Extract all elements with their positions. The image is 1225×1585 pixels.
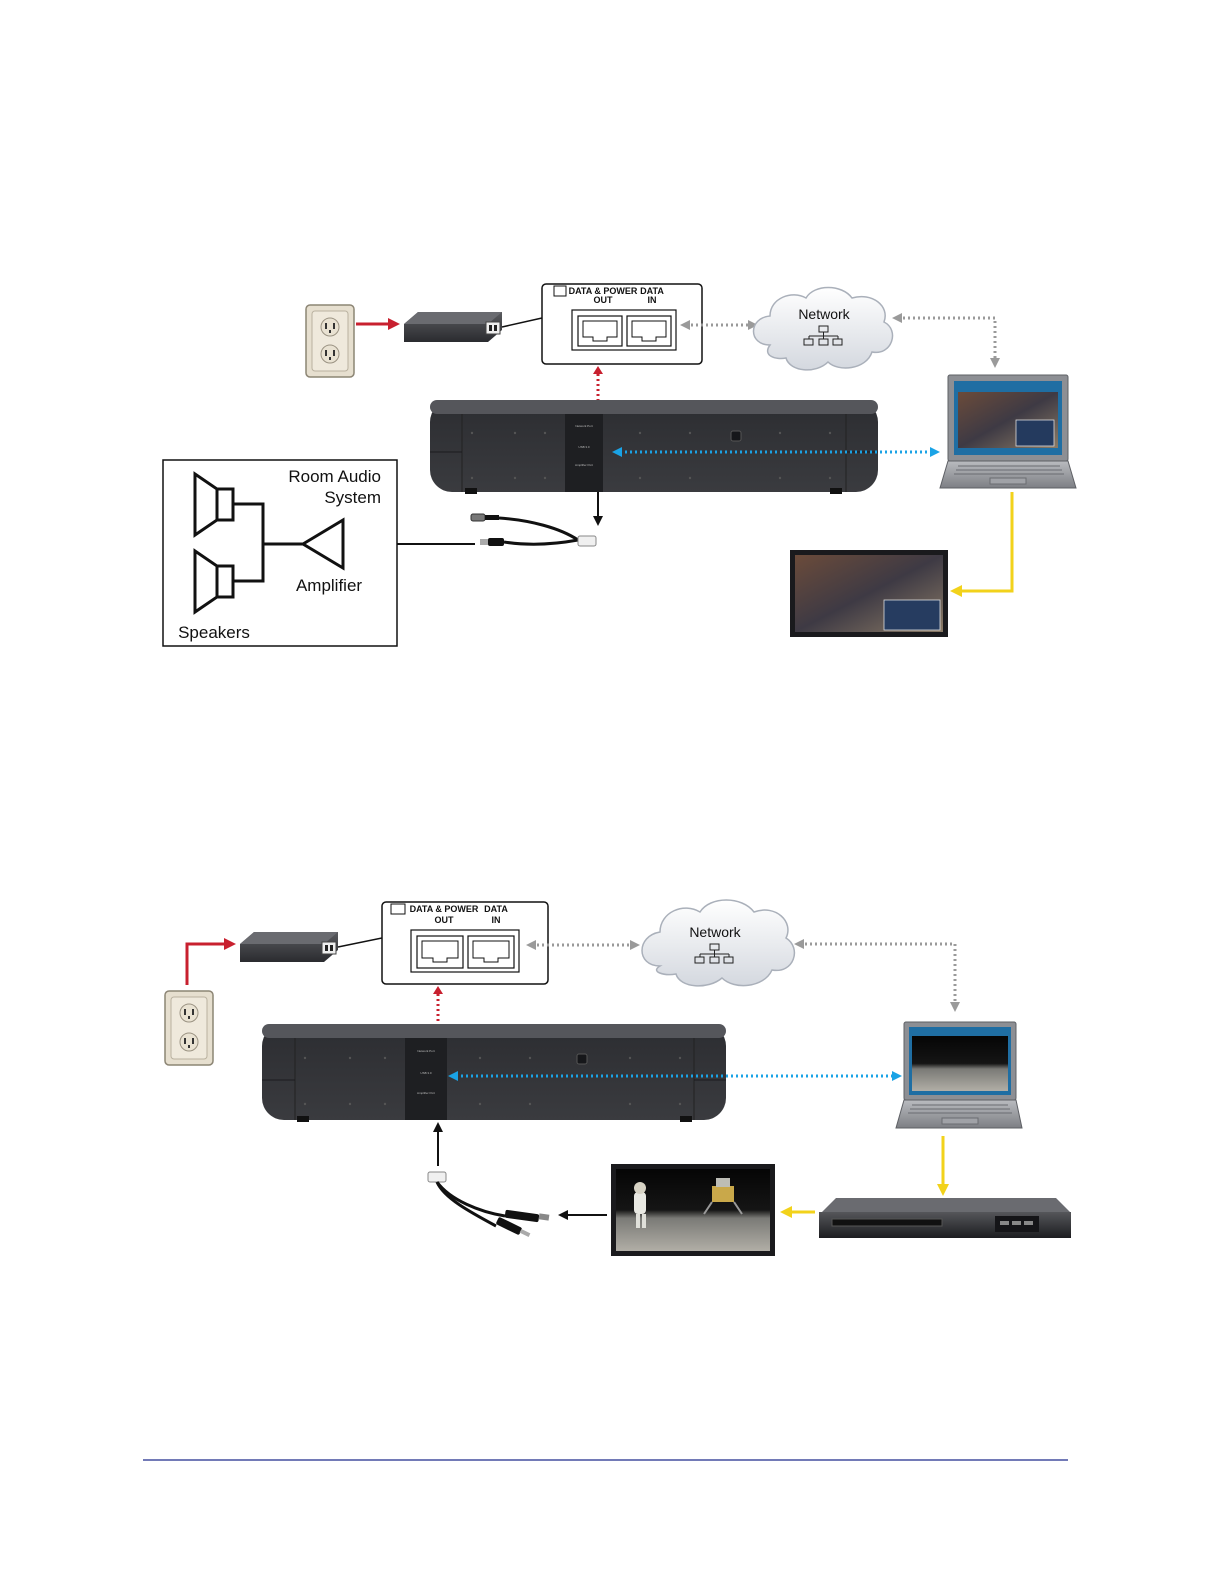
- port-panel: DATA & POWER OUT DATA IN: [542, 284, 702, 364]
- port-label-in: IN: [648, 295, 657, 305]
- diagram-2: DATA & POWER OUT DATA IN Network: [165, 900, 1071, 1256]
- port-label-data-power: DATA & POWER: [410, 904, 479, 914]
- network-cloud-icon: Network: [642, 900, 794, 986]
- network-link-laptop: [794, 939, 960, 1012]
- audio-cable-icon: [428, 1172, 549, 1237]
- video-player-icon: [819, 1198, 1071, 1238]
- display-icon: [611, 1164, 775, 1256]
- svg-text:USB 3.0: USB 3.0: [578, 445, 590, 449]
- diagram-1: DATA & POWER OUT DATA IN Network: [163, 284, 1076, 646]
- svg-text:USB 3.0: USB 3.0: [420, 1071, 432, 1075]
- video-link-player: [937, 1136, 949, 1196]
- network-cloud-icon: Network: [754, 288, 893, 370]
- network-link-laptop: [892, 313, 1000, 368]
- poe-injector-icon: [404, 312, 542, 342]
- laptop-icon: [940, 375, 1076, 488]
- svg-text:Network Port: Network Port: [417, 1049, 435, 1053]
- network-label: Network: [798, 306, 850, 322]
- svg-text:Amplifier Port: Amplifier Port: [575, 463, 593, 467]
- rj45-port-in: [627, 316, 671, 346]
- power-arrow: [187, 938, 236, 985]
- laptop-icon: [896, 1022, 1022, 1128]
- svg-text:Amplifier Port: Amplifier Port: [417, 1091, 435, 1095]
- port-panel: DATA & POWER OUT DATA IN: [382, 902, 548, 984]
- room-audio-system: Room Audio System Amplifier Speakers: [163, 460, 397, 646]
- network-label: Network: [689, 924, 741, 940]
- wall-outlet-icon: [165, 991, 213, 1065]
- port-label-out: OUT: [435, 915, 455, 925]
- power-arrow: [356, 318, 400, 330]
- room-audio-label-line1: Room Audio: [288, 467, 381, 486]
- display-icon: [790, 550, 948, 637]
- port-label-in: IN: [492, 915, 501, 925]
- video-bar-device: Network Port USB 3.0 Amplifier Port: [262, 1024, 726, 1122]
- audio-cable-icon: [471, 514, 596, 546]
- speakers-label: Speakers: [178, 623, 250, 642]
- amplifier-label: Amplifier: [296, 576, 362, 595]
- wall-outlet-icon: [306, 305, 354, 377]
- room-audio-label-line2: System: [324, 488, 381, 507]
- audio-out-arrow: [593, 492, 603, 526]
- video-link-display: [780, 1206, 815, 1218]
- video-bar-device: Network Port USB 3.0 Amplifier Port: [430, 400, 878, 494]
- audio-in-arrow: [433, 1122, 443, 1166]
- video-link: [950, 492, 1012, 597]
- rj45-port-out: [417, 936, 463, 968]
- rj45-port-out: [578, 316, 622, 346]
- svg-text:Network Port: Network Port: [575, 424, 593, 428]
- port-label-out: OUT: [594, 295, 614, 305]
- poe-injector-icon: [240, 932, 382, 962]
- port-label-data: DATA: [484, 904, 508, 914]
- rj45-port-in: [468, 936, 514, 968]
- audio-arrow-from-display: [558, 1210, 607, 1220]
